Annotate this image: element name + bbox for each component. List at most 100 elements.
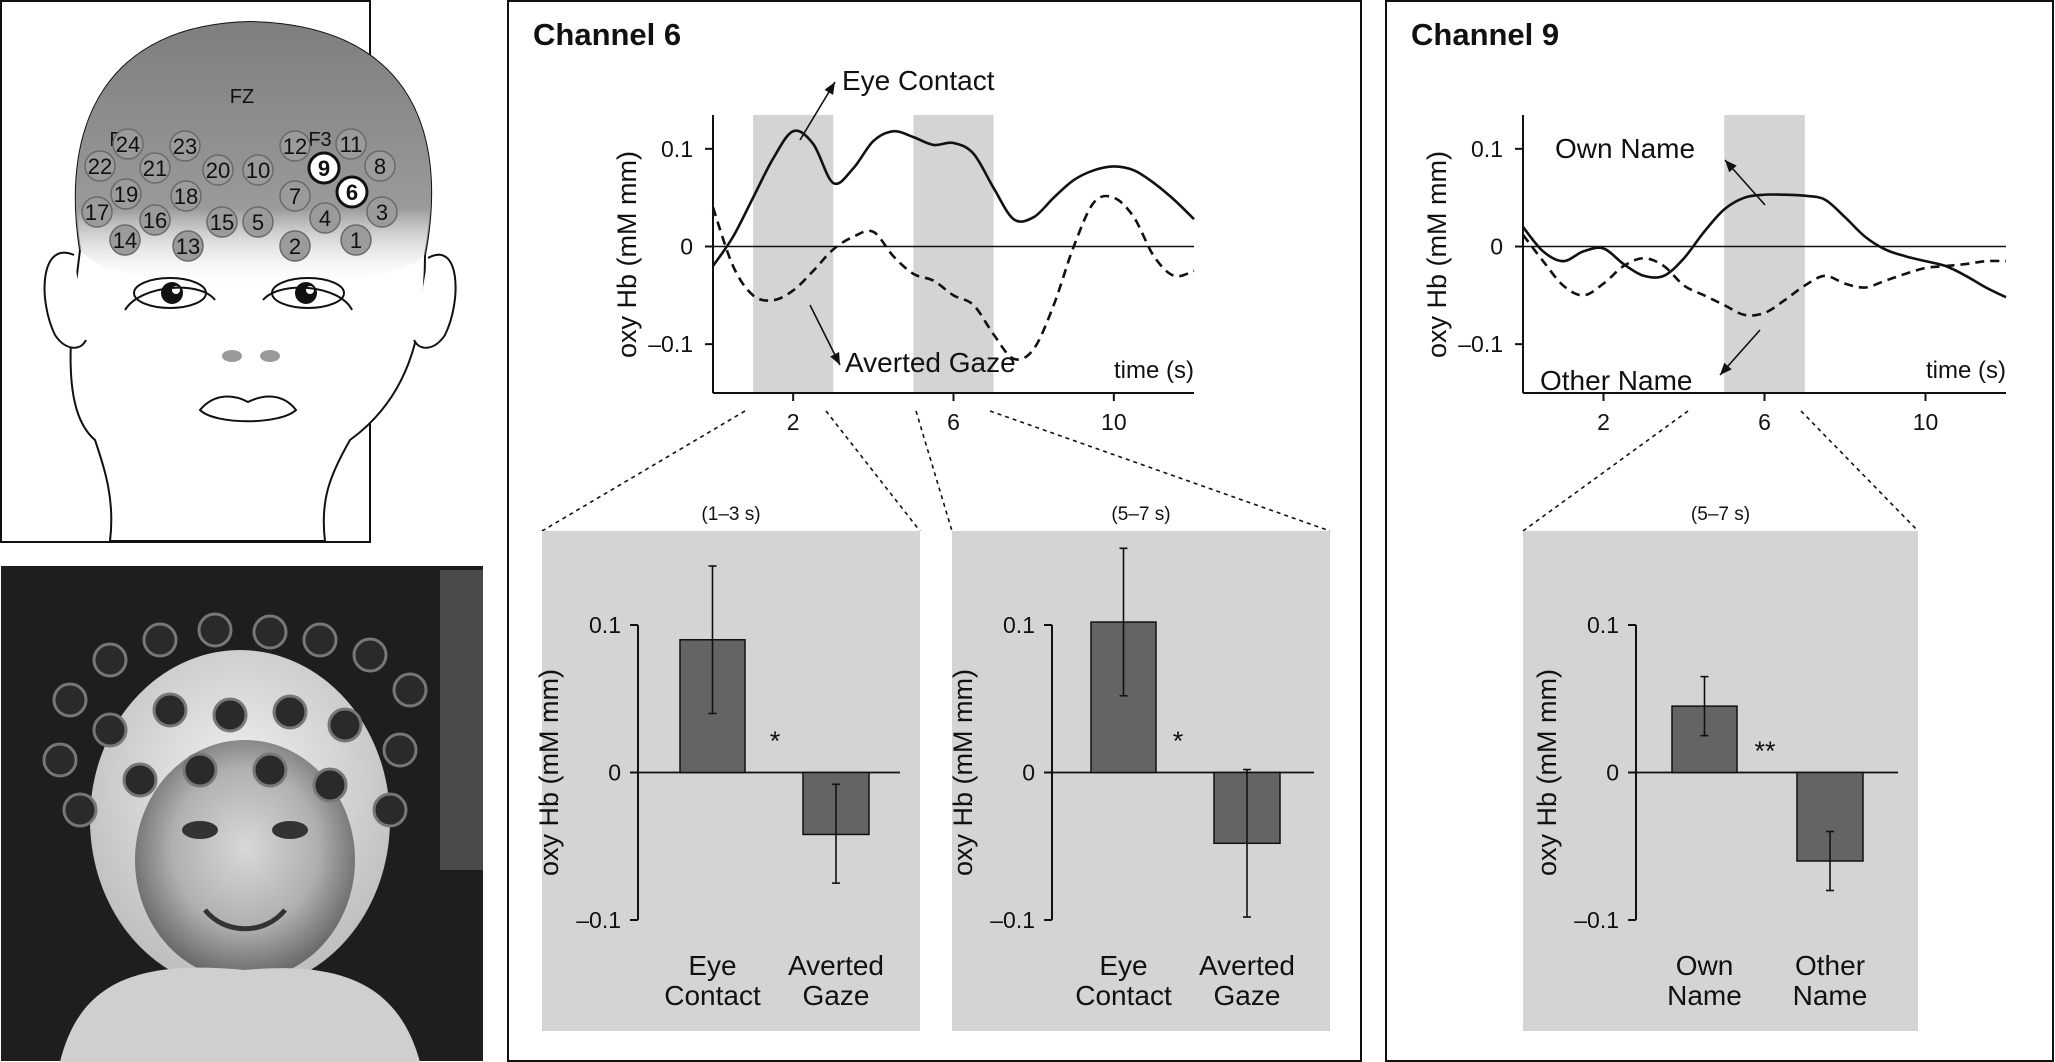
channel-16-circle [139, 204, 171, 236]
head-diagram-panel: FZ F4 F3 2423222120101918171615514131211… [0, 0, 457, 543]
right-ear-icon [413, 254, 457, 349]
y-tick-label: –0.1 [576, 907, 621, 933]
channel-17-label: 17 [85, 200, 109, 225]
arrowhead-icon [824, 82, 835, 95]
y-axis-label: oxy Hb (mM mm) [534, 669, 564, 876]
y-tick-label: –0.1 [990, 907, 1035, 933]
shaded-window-1 [753, 115, 834, 393]
channel-18-label: 18 [174, 184, 198, 209]
channel-5-label: 5 [252, 210, 264, 235]
channel-15-label: 15 [210, 210, 234, 235]
channel-21-label: 21 [143, 156, 167, 181]
channel-12-circle [279, 130, 311, 162]
photo-eye-right [272, 821, 308, 839]
y-axis-label: oxy Hb (mM mm) [948, 669, 978, 876]
optode-sensor-19 [252, 752, 288, 788]
channel-9-title: Channel 9 [1411, 17, 1559, 52]
zoom-guide-line-5 [1522, 410, 1689, 532]
channel-12-label: 12 [283, 134, 307, 159]
shaded-window-1 [1724, 115, 1805, 393]
channel-14-label: 14 [113, 228, 137, 253]
channel-9-label: 9 [318, 156, 330, 181]
category-label: Gaze [803, 980, 870, 1011]
significance-marker: ** [1754, 736, 1776, 766]
category-label: Contact [664, 980, 761, 1011]
channel-13-circle [172, 230, 204, 262]
y-tick-label: 0.1 [661, 136, 693, 162]
optode-sensor-6 [302, 622, 338, 658]
nose-icon [222, 350, 242, 362]
y-tick-label: 0 [680, 234, 693, 260]
category-label: Other [1795, 950, 1865, 981]
optode-sensors [42, 612, 428, 828]
series-own-name-line [1521, 193, 2007, 299]
charts-layer: 0.1 0 –0.1 2 6 10 time (s) oxy Hb (mM mm) Eye Co… [534, 65, 2007, 1031]
zoom-guide-line-2 [825, 410, 921, 532]
channel-20-circle [202, 154, 234, 186]
category-label: Averted [788, 950, 884, 981]
y-tick-label: 0 [608, 760, 621, 786]
channel-19-label: 19 [114, 182, 138, 207]
channel-22-label: 22 [88, 154, 112, 179]
channel-9-circle [307, 151, 341, 185]
x-axis-label: time (s) [1114, 357, 1194, 384]
face-icon [135, 740, 355, 980]
annotation-label: Eye Contact [842, 65, 995, 96]
time-window-label: (5–7 s) [1111, 504, 1170, 525]
optode-sensor-14 [327, 707, 363, 743]
channel-5-circle [242, 206, 274, 238]
x-axis-label: time (s) [1926, 357, 2006, 384]
optode-sensor-5 [252, 614, 288, 650]
channel-18-circle [170, 180, 202, 212]
channel-7-circle [279, 180, 311, 212]
channel-4-circle [309, 202, 341, 234]
category-label: Own [1676, 950, 1734, 981]
clothing [60, 967, 420, 1062]
channel-23-label: 23 [173, 134, 197, 159]
arrowhead-icon [1725, 160, 1737, 173]
significance-marker: * [1173, 726, 1184, 756]
channel-21-circle [139, 152, 171, 184]
series-eye-contact-line [711, 129, 1195, 267]
channel-22-circle [84, 150, 116, 182]
channel-13-label: 13 [176, 234, 200, 259]
photo-window-light [440, 570, 483, 870]
x-tick-label: 2 [787, 409, 800, 435]
right-pupil [295, 282, 317, 304]
optode-sensor-20 [312, 767, 348, 803]
x-tick-label: 6 [947, 409, 960, 435]
category-label: Name [1793, 980, 1868, 1011]
optode-sensor-17 [122, 762, 158, 798]
channel-11-circle [335, 128, 367, 160]
y-tick-label: –0.1 [1574, 907, 1619, 933]
optode-sensor-1 [52, 682, 88, 718]
zoom-guide-line-6 [1800, 410, 1919, 532]
channel-24-label: 24 [116, 132, 140, 157]
channel-2-label: 2 [289, 234, 301, 259]
annotation-label: Other Name [1540, 365, 1693, 396]
optode-sensor-13 [272, 694, 308, 730]
y-tick-label: 0 [1606, 760, 1619, 786]
channel-7-label: 7 [289, 184, 301, 209]
mouth-icon [198, 395, 298, 423]
channel-8-label: 8 [374, 154, 386, 179]
x-tick-label: 2 [1597, 409, 1610, 435]
y-tick-label: 0 [1490, 234, 1503, 260]
channel-20-label: 20 [206, 158, 230, 183]
significance-marker: * [770, 726, 781, 756]
x-tick-label: 6 [1758, 409, 1771, 435]
time-window-label: (5–7 s) [1691, 504, 1750, 525]
optode-sensor-4 [197, 612, 233, 648]
series-averted-gaze-line [711, 194, 1195, 361]
channel-16-label: 16 [143, 208, 167, 233]
arrowhead-icon [1720, 362, 1732, 375]
x-tick-label: 10 [1101, 409, 1127, 435]
channel-23-circle [169, 130, 201, 162]
channel-11-label: 11 [340, 132, 363, 157]
landmark-f3: F3 [308, 129, 331, 151]
category-label: Eye [1099, 950, 1147, 981]
